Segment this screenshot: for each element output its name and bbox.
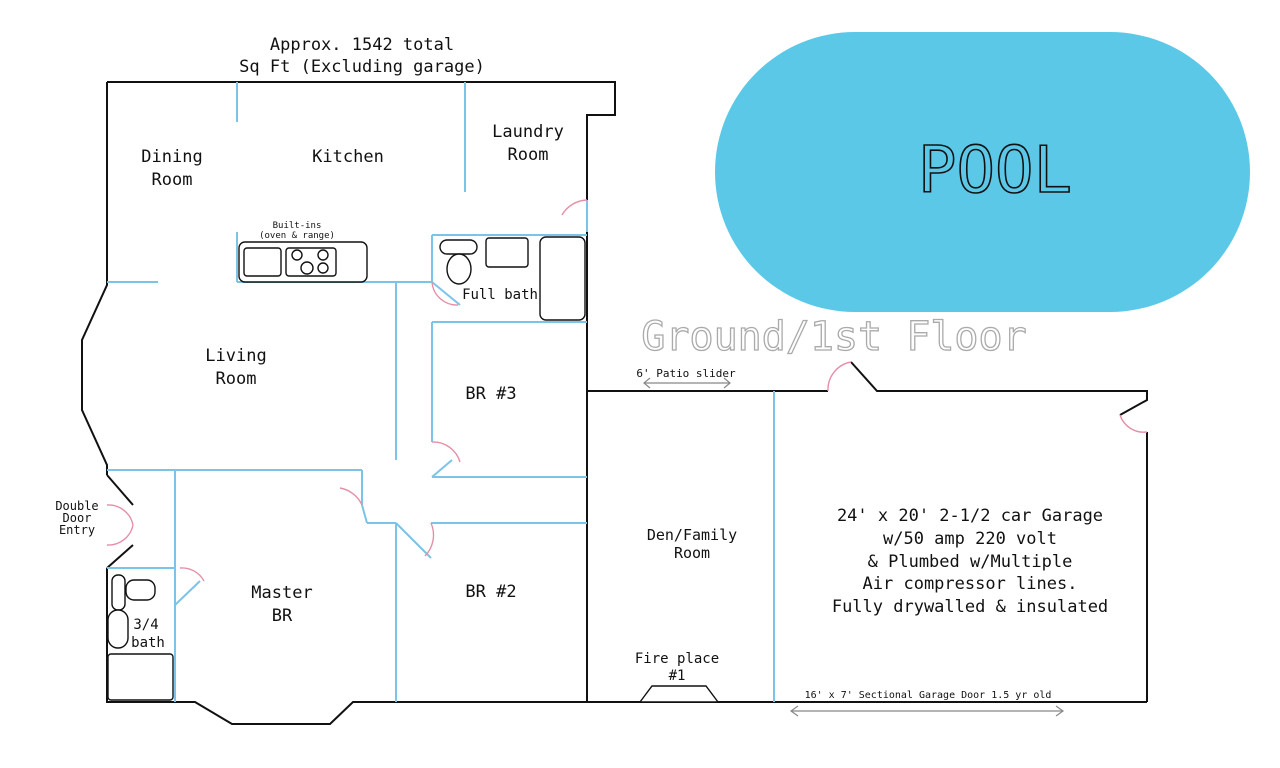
patio-slider-arrow <box>643 377 731 389</box>
kitchen-label: Kitchen <box>312 147 384 167</box>
garage-door-label: 16' x 7' Sectional Garage Door 1.5 yr ol… <box>805 690 1052 701</box>
den-label-2: Room <box>674 544 710 562</box>
garage-text-5: Fully drywalled & insulated <box>832 597 1108 617</box>
living-room-label-1: Living <box>205 346 266 366</box>
entry-label-1: Double <box>55 499 98 513</box>
garage-text-2: w/50 amp 220 volt <box>883 529 1057 549</box>
garage-door-arrow <box>789 705 1065 717</box>
kitchen-builtins <box>238 241 368 283</box>
garage-text-1: 24' x 20' 2-1/2 car Garage <box>837 506 1103 526</box>
fireplace-label-1: Fire place <box>635 651 719 667</box>
fireplace-label-2: #1 <box>669 668 686 684</box>
garage-text-4: Air compressor lines. <box>863 574 1078 594</box>
fireplace <box>638 685 720 703</box>
br3-label: BR #3 <box>465 384 516 404</box>
entry-label-3: Entry <box>59 523 95 537</box>
living-room-label-2: Room <box>216 369 257 389</box>
entry-label-2: Door <box>63 511 92 525</box>
garage-text-3: & Plumbed w/Multiple <box>868 552 1073 572</box>
br2-label: BR #2 <box>465 582 516 602</box>
laundry-room-label-1: Laundry <box>492 122 564 142</box>
full-bath-label: Full bath <box>462 287 538 303</box>
exterior-walls <box>81 81 1148 725</box>
builtins-label-2: (oven & range) <box>259 231 335 241</box>
pool-label: POOL <box>918 134 1072 208</box>
laundry-room-label-2: Room <box>508 145 549 165</box>
full-bath-fixtures <box>439 236 586 321</box>
pool <box>715 32 1250 312</box>
interior-walls <box>107 82 775 702</box>
door-swings <box>106 199 1148 582</box>
three-quarter-bath-label-2: bath <box>131 635 165 651</box>
master-br-label-1: Master <box>251 583 312 603</box>
sqft-title-line1: Approx. 1542 total <box>270 35 454 55</box>
sqft-title-line2: Sq Ft (Excluding garage) <box>239 57 485 77</box>
three-quarter-bath-label-1: 3/4 <box>133 617 158 633</box>
patio-slider-label: 6' Patio slider <box>636 367 736 380</box>
floor-label: Ground/1st Floor <box>641 314 1026 360</box>
three-quarter-bath-fixtures <box>107 574 174 701</box>
builtins-label-1: Built-ins <box>273 221 322 231</box>
den-label-1: Den/Family <box>647 526 737 544</box>
dining-room-label-2: Room <box>152 170 193 190</box>
master-br-label-2: BR <box>272 606 293 626</box>
dining-room-label-1: Dining <box>141 147 202 167</box>
